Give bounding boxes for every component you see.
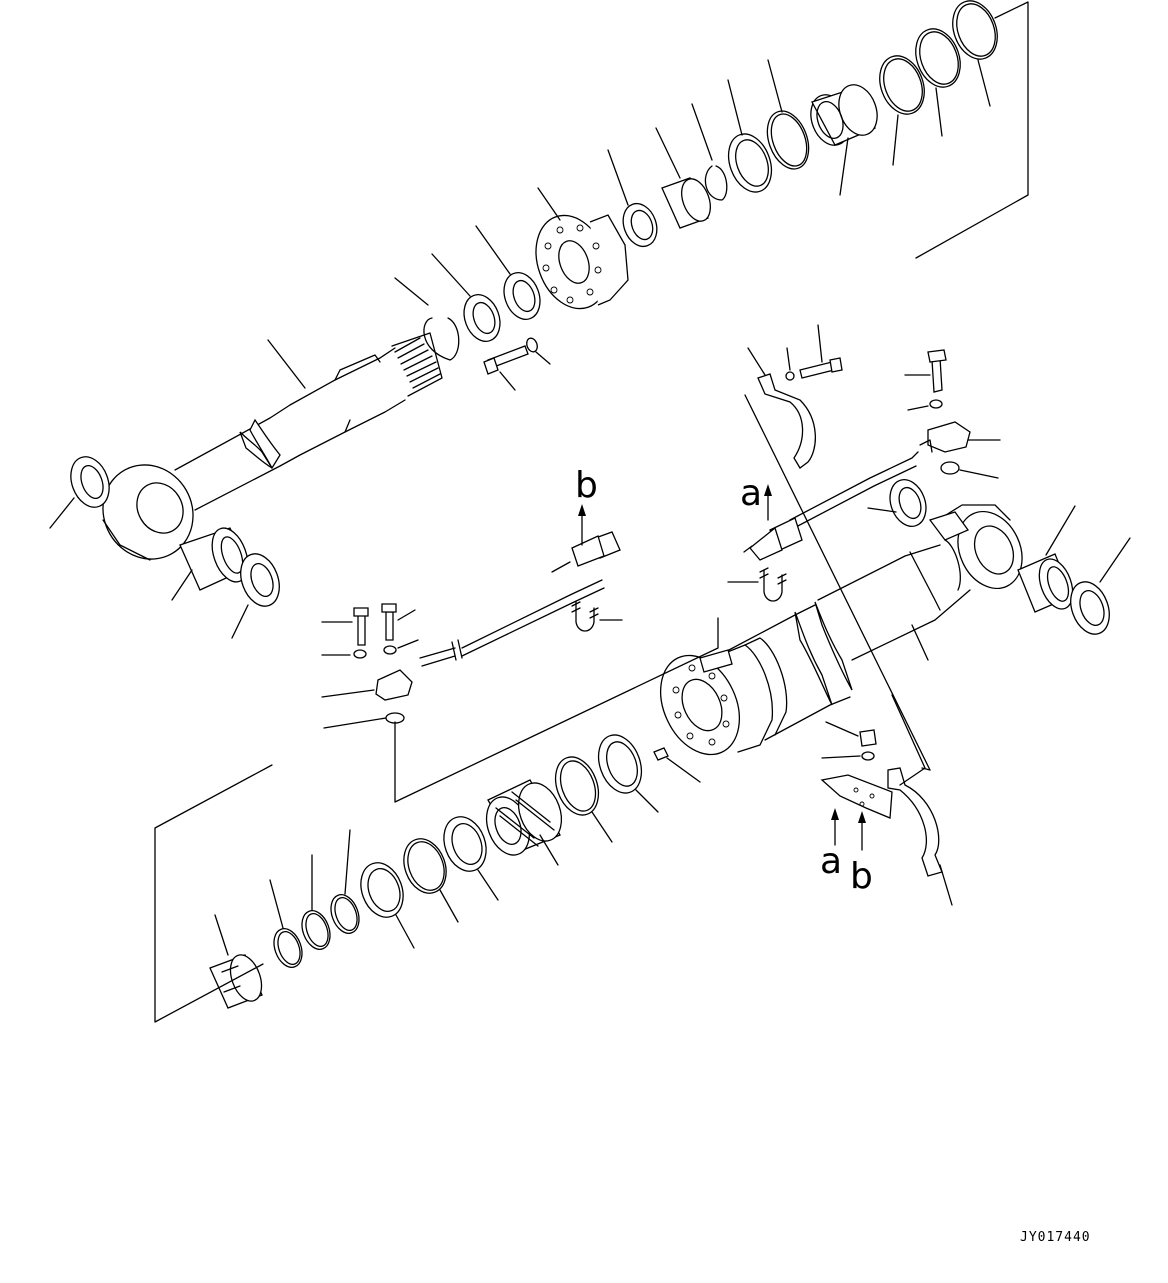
oring-left (323, 712, 405, 729)
snap-ring (394, 277, 460, 361)
callout-b-upper: b (575, 465, 598, 546)
oring-upper-right (940, 461, 999, 479)
washers-left-pair (321, 639, 419, 659)
piston-ring-3 (330, 829, 360, 934)
flange-fitting-b (551, 531, 621, 573)
head-bushing (655, 127, 711, 229)
piston-ring-2 (301, 854, 331, 950)
piston-cushion-ring (597, 734, 659, 813)
cylinder-tube (709, 504, 1023, 741)
cylinder-head-housing (660, 637, 788, 756)
head-backup-ring-2 (915, 28, 961, 137)
rod-eye (102, 464, 194, 560)
rod-end-seal-left (49, 456, 110, 529)
washer-upper-right (907, 399, 943, 411)
head-seal-ring-2 (475, 225, 541, 320)
pipe-clamp-upper (747, 324, 843, 469)
drawing-id: JY017440 (1020, 1230, 1091, 1245)
hydraulic-tube-b (419, 579, 605, 667)
head-snap-ring (691, 103, 728, 201)
group-line-left (394, 617, 719, 803)
rod-bushing (171, 527, 249, 601)
bolts-left-pair (321, 603, 416, 646)
elbow-fitting-left (321, 669, 413, 701)
group-line-clamp (744, 394, 931, 771)
bottom-seal-upper (867, 479, 927, 527)
elbow-fitting-upper (919, 421, 1001, 453)
bracket-plate (820, 774, 893, 819)
piston-seal-3 (443, 816, 499, 901)
cylinder-head (535, 187, 629, 310)
rod-end-seal-lower (231, 553, 280, 639)
u-bolt-b (571, 601, 623, 632)
callout-a-lower: a (820, 808, 842, 882)
piston-wear-ring (554, 756, 613, 843)
callout-b-lower-label: b (850, 856, 873, 897)
pipe-clamp-lower (887, 694, 953, 906)
u-bolt-a (727, 567, 787, 602)
piston-seal-1 (360, 862, 415, 949)
head-seal-ring-1 (431, 253, 501, 342)
rod-thread (391, 332, 443, 397)
bottom-seal-right (1070, 537, 1131, 635)
piston-seal-2 (403, 838, 459, 923)
group-bracket-upper (915, 1, 1029, 259)
head-oring (766, 59, 810, 170)
washer-lower (821, 751, 875, 761)
head-seal-large-1 (727, 79, 773, 193)
nut-lower (825, 721, 877, 747)
hydraulic-tube-a (789, 451, 919, 529)
head-bolt (483, 345, 529, 391)
head-bolt-washer (526, 337, 551, 365)
bottom-bushing-right (1017, 505, 1076, 613)
bolt-upper-right (904, 349, 947, 393)
piston-ring-1 (269, 879, 303, 968)
callout-b-label: b (575, 465, 598, 506)
head-backup-ring-1 (879, 55, 925, 166)
bottom-eye (957, 510, 1023, 590)
callout-b-lower: b (850, 811, 873, 897)
group-bracket-lower (154, 764, 273, 1023)
callout-a-lower-label: a (820, 841, 842, 882)
callout-a-upper: a (740, 473, 772, 521)
piston-nut (209, 914, 263, 1009)
callout-a-label: a (740, 473, 762, 514)
head-dust-seal (810, 84, 878, 196)
flange-fitting-a (743, 517, 803, 561)
set-screw (653, 747, 701, 783)
piston-rod-assembly (102, 332, 443, 561)
head-backup-ring-3 (952, 0, 998, 107)
piston (485, 779, 563, 866)
head-ring-3 (607, 149, 658, 248)
